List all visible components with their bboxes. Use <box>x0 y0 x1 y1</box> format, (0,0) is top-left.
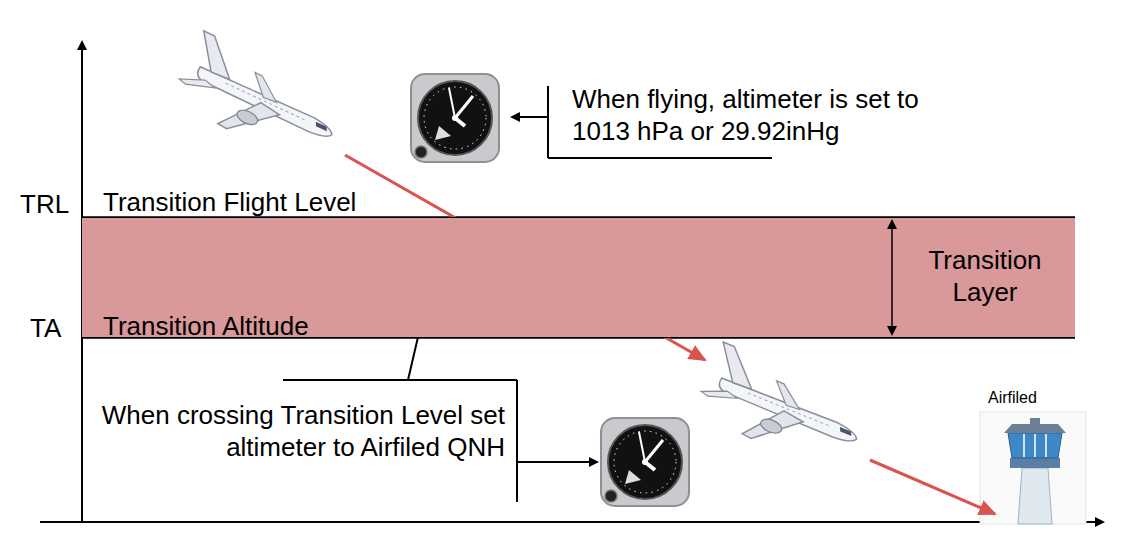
callout-note: When flying, altimeter is set to 1013 hP… <box>572 84 952 147</box>
axis-label: TRL <box>20 189 69 221</box>
band-label: Transition Layer <box>910 245 1060 308</box>
icon-label: Airfiled <box>988 388 1037 408</box>
level-label: Transition Altitude <box>103 311 309 343</box>
callout-note: When crossing Transition Level set altim… <box>90 400 505 463</box>
axis-label: TA <box>30 313 61 345</box>
level-label: Transition Flight Level <box>103 187 356 219</box>
